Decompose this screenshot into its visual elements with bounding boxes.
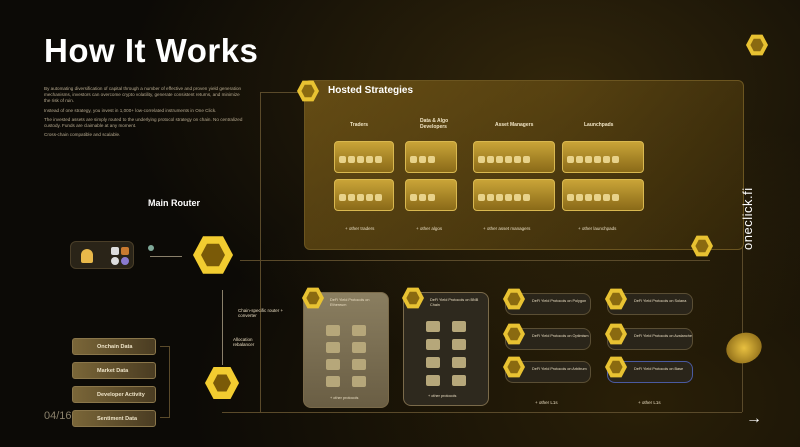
category-launchpads: Launchpads xyxy=(584,122,614,128)
data-source-sentiment: Sentiment Data xyxy=(72,410,156,427)
main-router-title: Main Router xyxy=(148,198,201,208)
category-asset-managers: Asset Managers xyxy=(495,122,534,128)
chain-panel-arbitrum: DeFi Yield Protocols on Arbitrum xyxy=(505,361,591,383)
connector-line xyxy=(222,290,223,365)
other-asset-managers: + other asset managers xyxy=(483,226,531,231)
chain-panel-avalanche: DeFi Yield Protocols on Avalanche xyxy=(607,328,693,350)
connector-line xyxy=(150,256,182,257)
connector-line xyxy=(160,346,170,418)
strategy-card[interactable] xyxy=(405,141,457,173)
hex-node-icon xyxy=(402,287,424,309)
intro-paragraph: Cross-chain compatible and scalable. xyxy=(44,132,121,138)
data-source-onchain: Onchain Data xyxy=(72,338,156,355)
main-router-hex-icon xyxy=(193,236,233,274)
other-l1s: + other L1s xyxy=(638,400,661,405)
user-icon xyxy=(81,249,93,263)
panel-title: DeFi Yield Protocols on Avalanche xyxy=(634,334,692,338)
other-protocols: + other protocols xyxy=(428,394,457,398)
connector-line xyxy=(742,246,743,412)
category-traders: Traders xyxy=(350,122,369,128)
other-traders: + other traders xyxy=(345,226,375,231)
panel-title: DeFi Yield Protocols on Optimism xyxy=(532,334,589,338)
panel-title: DeFi Yield Protocols on Solana xyxy=(634,299,687,303)
user-wallet-box xyxy=(70,241,134,269)
panel-title: DeFi Yield Protocols on Base xyxy=(634,367,684,371)
page-number: 04/16 xyxy=(44,410,72,422)
hex-node-icon xyxy=(503,288,525,310)
next-arrow-icon[interactable]: → xyxy=(746,410,762,427)
hex-node-icon xyxy=(605,288,627,310)
panel-title: DeFi Yield Protocols on Arbitrum xyxy=(532,367,587,371)
hex-node-icon xyxy=(503,356,525,378)
allocation-label: Allocation rebalancer xyxy=(233,337,255,347)
logo-hex-icon xyxy=(746,34,768,56)
intro-paragraph: By automating diversification of capital… xyxy=(44,86,242,104)
strategy-card[interactable] xyxy=(334,179,394,211)
strategy-card[interactable] xyxy=(562,141,644,173)
hex-node-icon xyxy=(691,235,713,257)
intro-text: By automating diversification of capital… xyxy=(44,86,244,141)
panel-title: DeFi Yield Protocols on Polygon xyxy=(532,299,587,303)
chain-panel-optimism: DeFi Yield Protocols on Optimism xyxy=(505,328,591,350)
panel-title: DeFi Yield Protocols on BNB Chain xyxy=(430,298,479,307)
strategy-card[interactable] xyxy=(562,179,644,211)
category-developers: Data & Algo Developers xyxy=(420,118,449,130)
rebalancer-hex-icon xyxy=(205,367,239,399)
connector-line xyxy=(240,260,710,261)
bnb-protocols-panel: DeFi Yield Protocols on BNB Chain + othe… xyxy=(403,292,489,406)
other-launchpads: + other launchpads xyxy=(578,226,617,231)
chain-panel-base: DeFi Yield Protocols on Base xyxy=(607,361,693,383)
other-algos: + other algos xyxy=(416,226,443,231)
other-l1s: + other L1s xyxy=(535,400,558,405)
token-icon xyxy=(148,245,154,251)
connector-line xyxy=(222,412,742,413)
strategy-card[interactable] xyxy=(405,179,457,211)
intro-paragraph: The invested assets are simply routed to… xyxy=(44,116,243,129)
connector-line xyxy=(260,92,304,412)
hex-node-icon xyxy=(605,323,627,345)
hex-node-icon xyxy=(503,323,525,345)
strategy-card[interactable] xyxy=(334,141,394,173)
brand-label: oneclick.fi xyxy=(740,187,755,250)
data-source-developer: Developer Activity xyxy=(72,386,156,403)
hex-node-icon xyxy=(605,356,627,378)
data-source-market: Market Data xyxy=(72,362,156,379)
ethereum-protocols-panel: DeFi Yield Protocols on Ethereum + other… xyxy=(303,292,389,408)
intro-paragraph: Instead of one strategy, you invest in 1… xyxy=(44,107,217,113)
strategy-card[interactable] xyxy=(473,141,555,173)
hosted-title: Hosted Strategies xyxy=(328,85,414,96)
other-protocols: + other protocols xyxy=(330,396,359,400)
page-title: How It Works xyxy=(44,32,259,69)
hosted-hex-icon xyxy=(297,80,319,102)
wallet-icons xyxy=(111,247,129,265)
chain-router-label: Chain-specific router + converter xyxy=(238,308,284,318)
panel-title: DeFi Yield Protocols on Ethereum xyxy=(330,298,370,307)
chain-panel-solana: DeFi Yield Protocols on Solana xyxy=(607,293,693,315)
chain-panel-polygon: DeFi Yield Protocols on Polygon xyxy=(505,293,591,315)
strategy-card[interactable] xyxy=(473,179,555,211)
hex-node-icon xyxy=(302,287,324,309)
